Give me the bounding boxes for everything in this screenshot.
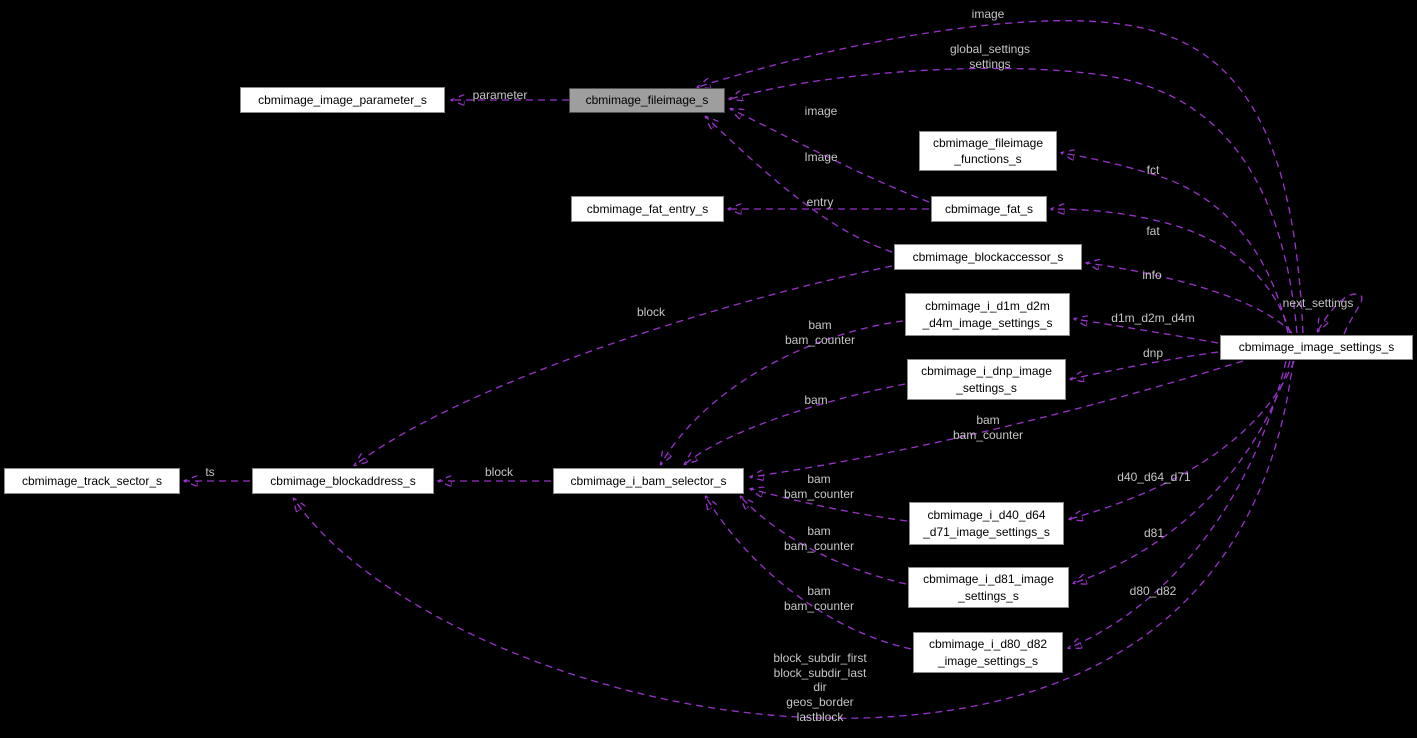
edge-fct	[1062, 153, 1289, 334]
edge-d40	[1070, 360, 1295, 519]
edge-next-settings	[1318, 293, 1363, 334]
edge-bam-settings	[751, 360, 1244, 477]
edge-label-bam-d1m: bam bam_counter	[784, 318, 856, 347]
edge-label-image-fat: image	[804, 104, 838, 118]
node-cbmimage-track-sector-s[interactable]: cbmimage_track_sector_s	[4, 468, 180, 494]
node-cbmimage-i-d81-image-settings-s[interactable]: cbmimage_i_d81_image _settings_s	[908, 567, 1069, 608]
edge-label-dnp: dnp	[1142, 346, 1164, 360]
edge-label-d1m-d2m-d4m: d1m_d2m_d4m	[1111, 311, 1195, 325]
edge-label-global-settings: global_settings settings	[949, 42, 1031, 71]
node-cbmimage-fat-entry-s[interactable]: cbmimage_fat_entry_s	[571, 196, 724, 222]
node-cbmimage-fileimage-functions-s[interactable]: cbmimage_fileimage _functions_s	[919, 131, 1057, 171]
edge-label-bam-settings: bam bam_counter	[952, 413, 1024, 442]
edge-label-image-top: image	[971, 7, 1005, 21]
edge-block-accessor	[355, 265, 893, 465]
node-cbmimage-image-settings-s[interactable]: cbmimage_image_settings_s	[1220, 335, 1413, 360]
node-cbmimage-i-dnp-image-settings-s[interactable]: cbmimage_i_dnp_image _settings_s	[907, 359, 1066, 400]
edge-label-Image-accessor: Image	[804, 150, 838, 164]
edge-dnp	[1071, 351, 1219, 379]
edge-bam-dnp	[685, 383, 906, 464]
node-cbmimage-i-d40-d64-d71-image-settings-s[interactable]: cbmimage_i_d40_d64 _d71_image_settings_s	[909, 502, 1064, 545]
node-cbmimage-i-d1m-d2m-d4m-image-settings-s[interactable]: cbmimage_i_d1m_d2m _d4m_image_settings_s	[905, 293, 1070, 336]
edge-label-block-subdir: block_subdir_first block_subdir_last dir…	[773, 651, 867, 724]
edge-bam-d1m	[661, 320, 904, 464]
edge-bam-d81	[741, 497, 907, 585]
edge-block-subdir	[294, 360, 1294, 719]
edge-label-next-settings: next_settings	[1282, 296, 1354, 310]
edge-label-entry: entry	[806, 195, 834, 209]
edge-label-fat: fat	[1146, 224, 1160, 238]
edge-bam-d40	[751, 489, 908, 522]
edge-label-d40-d64-d71: d40_d64_d71	[1117, 470, 1191, 484]
edge-Image-accessor	[706, 117, 893, 253]
node-cbmimage-blockaccessor-s[interactable]: cbmimage_blockaccessor_s	[894, 244, 1082, 270]
edge-label-bam-d40: bam bam_counter	[783, 472, 855, 501]
edge-label-fct: fct	[1146, 163, 1160, 177]
edge-bam-d80	[706, 497, 912, 650]
edge-label-block-accessor: block	[636, 305, 666, 319]
edge-label-bam-d81: bam bam_counter	[783, 524, 855, 553]
edge-label-parameter: parameter	[472, 88, 528, 102]
edge-global-settings	[730, 67, 1298, 334]
node-cbmimage-fileimage-s[interactable]: cbmimage_fileimage_s	[569, 88, 725, 113]
edge-label-d80-d82: d80_d82	[1129, 584, 1177, 598]
edge-label-ts: ts	[205, 465, 215, 479]
node-cbmimage-i-bam-selector-s[interactable]: cbmimage_i_bam_selector_s	[553, 468, 744, 494]
edge-label-bam-d80: bam bam_counter	[783, 584, 855, 613]
node-cbmimage-blockaddress-s[interactable]: cbmimage_blockaddress_s	[252, 468, 434, 494]
node-cbmimage-fat-s[interactable]: cbmimage_fat_s	[931, 196, 1047, 222]
edge-fat	[1052, 209, 1291, 334]
edge-label-info: info	[1142, 268, 1162, 282]
node-cbmimage-image-parameter-s[interactable]: cbmimage_image_parameter_s	[240, 87, 445, 113]
edge-image-fat	[731, 109, 930, 203]
edge-label-d81: d81	[1143, 526, 1165, 540]
edge-d1m	[1075, 319, 1219, 344]
edge-d80	[1069, 360, 1287, 648]
edge-image-top	[698, 20, 1304, 334]
node-cbmimage-i-d80-d82-image-settings-s[interactable]: cbmimage_i_d80_d82 _image_settings_s	[913, 632, 1063, 673]
edge-info	[1087, 263, 1293, 334]
edge-label-block-bam: block	[484, 465, 514, 479]
edge-label-bam-dnp: bam	[804, 393, 828, 407]
